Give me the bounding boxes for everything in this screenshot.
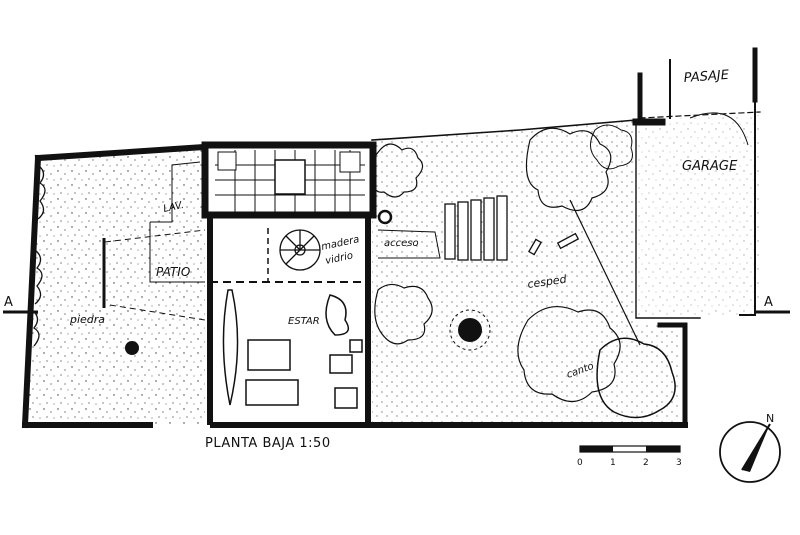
label-pasaje: PASAJE — [683, 68, 730, 86]
scale-tick-2: 2 — [643, 458, 649, 468]
left-hedge — [31, 164, 46, 347]
label-lav: LAV. — [162, 200, 185, 215]
section-label-left: A — [4, 295, 13, 310]
garden-diagonal — [569, 199, 641, 346]
label-garage: GARAGE — [682, 159, 738, 174]
garage-door-swing — [689, 112, 749, 146]
label-cesped: cesped — [527, 272, 569, 290]
scale-tick-3: 3 — [676, 458, 682, 468]
section-label-right: A — [764, 295, 773, 310]
outer-walls — [21, 47, 761, 429]
drawing-title: PLANTA BAJA 1:50 — [205, 436, 331, 451]
north-label: N — [766, 412, 774, 425]
vegetation — [369, 124, 676, 419]
central-fountain — [449, 309, 491, 351]
entry-path — [377, 229, 441, 259]
scale-bar: 0 1 2 3 — [577, 445, 682, 468]
garage-fill — [636, 115, 760, 318]
label-madera: madera — [320, 234, 360, 253]
stepping-slabs — [444, 195, 580, 261]
north-arrow: N — [719, 412, 781, 483]
label-piedra: piedra — [69, 313, 105, 326]
kitchen-tile-grid — [215, 150, 393, 225]
living-furniture — [222, 289, 363, 409]
label-vidrio: vidrio — [324, 250, 354, 267]
house-core — [201, 141, 377, 428]
spiral-stair — [279, 229, 321, 271]
label-estar: ESTAR — [288, 316, 320, 327]
scale-tick-1: 1 — [610, 458, 616, 468]
stone-patio-fill — [25, 145, 205, 425]
lawn-fill — [372, 120, 680, 425]
patio-outline — [102, 161, 206, 321]
scale-tick-0: 0 — [577, 458, 583, 468]
label-acceso: acceso — [384, 238, 419, 249]
stone-basin — [125, 341, 139, 355]
label-patio: PATIO — [156, 265, 190, 279]
